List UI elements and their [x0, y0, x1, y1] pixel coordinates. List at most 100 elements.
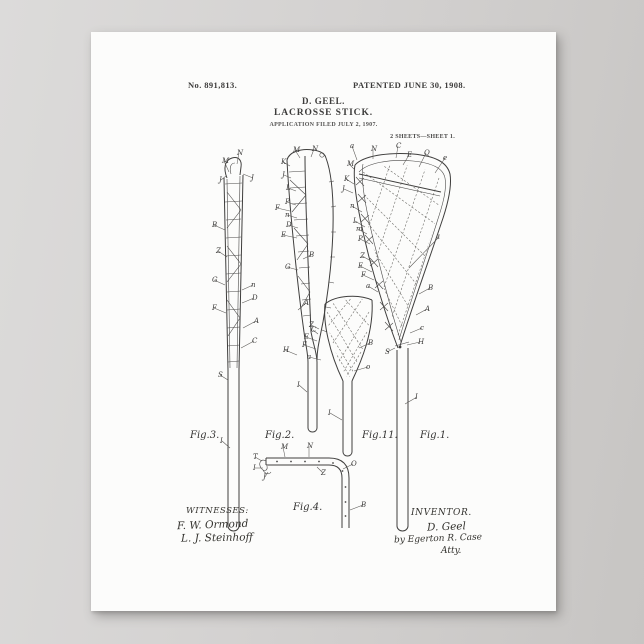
leader-line: [286, 214, 298, 219]
part-letter: P: [357, 235, 363, 243]
inventor-name: D. GEEL.: [301, 96, 346, 106]
part-letter: C: [252, 337, 258, 345]
part-letter: o: [366, 363, 370, 371]
figure-2-lacrosse-stick-side-view: [286, 149, 337, 433]
part-letter: F: [274, 204, 281, 212]
attorney-title: Atty.: [441, 546, 462, 556]
part-letter: N: [236, 149, 244, 157]
leader-line: [310, 148, 315, 158]
leader-line: [282, 161, 291, 167]
leader-line: [264, 471, 269, 478]
part-letter: D: [251, 294, 258, 302]
leader-line: [240, 340, 255, 349]
leader-line: [213, 224, 226, 231]
part-letter: J: [280, 171, 286, 179]
part-letter: M: [280, 443, 289, 451]
part-letter: a: [350, 142, 354, 150]
part-letter: A: [253, 317, 259, 325]
leader-line: [303, 344, 317, 350]
leader-line: [404, 396, 418, 405]
leader-line: [305, 336, 318, 342]
leader-line: [348, 163, 356, 171]
leader-line: [286, 201, 297, 206]
part-letter: Z: [308, 321, 314, 329]
leader-line: [316, 466, 324, 474]
part-letter: J: [340, 185, 346, 193]
part-letter: A: [424, 305, 430, 313]
part-letter: A: [303, 299, 309, 307]
part-letter: K: [343, 175, 350, 183]
leader-line: [220, 175, 227, 181]
part-letter: Z: [359, 252, 365, 260]
part-letter: Z: [320, 469, 326, 477]
part-letter: F: [360, 271, 367, 279]
leader-line: [213, 307, 227, 314]
leader-line: [342, 463, 354, 470]
leader-line: [242, 320, 257, 329]
leader-line: [297, 302, 307, 311]
leader-line: [241, 284, 254, 291]
inventor-label: INVENTOR.: [411, 508, 472, 518]
part-letter: P: [284, 198, 290, 206]
figure-label-fig3: Fig.3.: [189, 430, 219, 441]
leader-line: [286, 266, 299, 271]
part-letter: B: [308, 251, 314, 259]
part-letter: C: [396, 142, 402, 150]
part-letter: E: [280, 231, 286, 239]
leader-line: [302, 254, 312, 260]
part-letter: I: [327, 409, 331, 417]
patent-drawing: Fig.3.MNJJBZGnDFACSIFig.2.MNKJLPFnDEBGAC…: [189, 142, 451, 532]
part-letter: a: [366, 282, 370, 290]
leader-line: [358, 342, 371, 349]
part-letter: a: [307, 353, 311, 361]
figure-1-lacrosse-stick-main-view: [353, 153, 451, 532]
invention-title: LACROSSE STICK.: [273, 108, 374, 118]
figure-label-fig11: Fig.11.: [361, 430, 398, 441]
leader-line: [219, 374, 229, 381]
leader-line: [310, 324, 320, 330]
leader-line: [282, 446, 286, 458]
leader-line: [415, 308, 428, 316]
part-letter: J: [217, 176, 223, 184]
leader-line: [223, 160, 230, 173]
part-letter: F: [301, 341, 308, 349]
part-letter: K: [280, 158, 287, 166]
part-letter: J: [249, 174, 255, 182]
witness-signature-2: L. J. Steinhoff: [180, 531, 254, 545]
leader-line: [418, 152, 427, 168]
figure-label-fig2: Fig.2.: [264, 430, 294, 441]
leader-line: [351, 205, 363, 213]
leader-line: [343, 188, 354, 194]
leader-line: [359, 265, 373, 273]
leader-line: [409, 327, 423, 334]
part-letter: E: [303, 333, 309, 341]
patent-poster: No. 891,813. PATENTED JUNE 30, 1908. D. …: [91, 32, 556, 611]
figure-11-lacrosse-head-small: [324, 295, 373, 457]
leader-line: [221, 440, 231, 449]
leader-line: [354, 220, 366, 228]
leader-line: [402, 154, 410, 166]
part-letter: C: [311, 326, 317, 334]
part-letter: L: [352, 217, 358, 225]
leader-line: [298, 384, 308, 393]
leader-line: [345, 178, 355, 185]
part-letter: B: [211, 221, 217, 229]
leader-line: [406, 341, 421, 346]
leader-line: [329, 412, 343, 421]
leader-line: [287, 224, 299, 229]
leader-line: [362, 274, 375, 281]
leader-line: [308, 356, 322, 361]
part-letter: n: [350, 202, 355, 210]
figure-label-fig1: Fig.1.: [419, 430, 449, 441]
leader-line: [236, 152, 240, 165]
figure-4-bent-frame-piece: [259, 457, 350, 528]
part-letter: N: [311, 145, 319, 153]
part-letter: n: [285, 211, 290, 219]
part-letter: ℓ: [436, 233, 440, 241]
leader-line: [284, 349, 298, 356]
part-letter: e: [443, 154, 447, 162]
leader-line: [294, 149, 301, 159]
leader-line: [287, 187, 297, 192]
leader-line: [357, 228, 368, 235]
